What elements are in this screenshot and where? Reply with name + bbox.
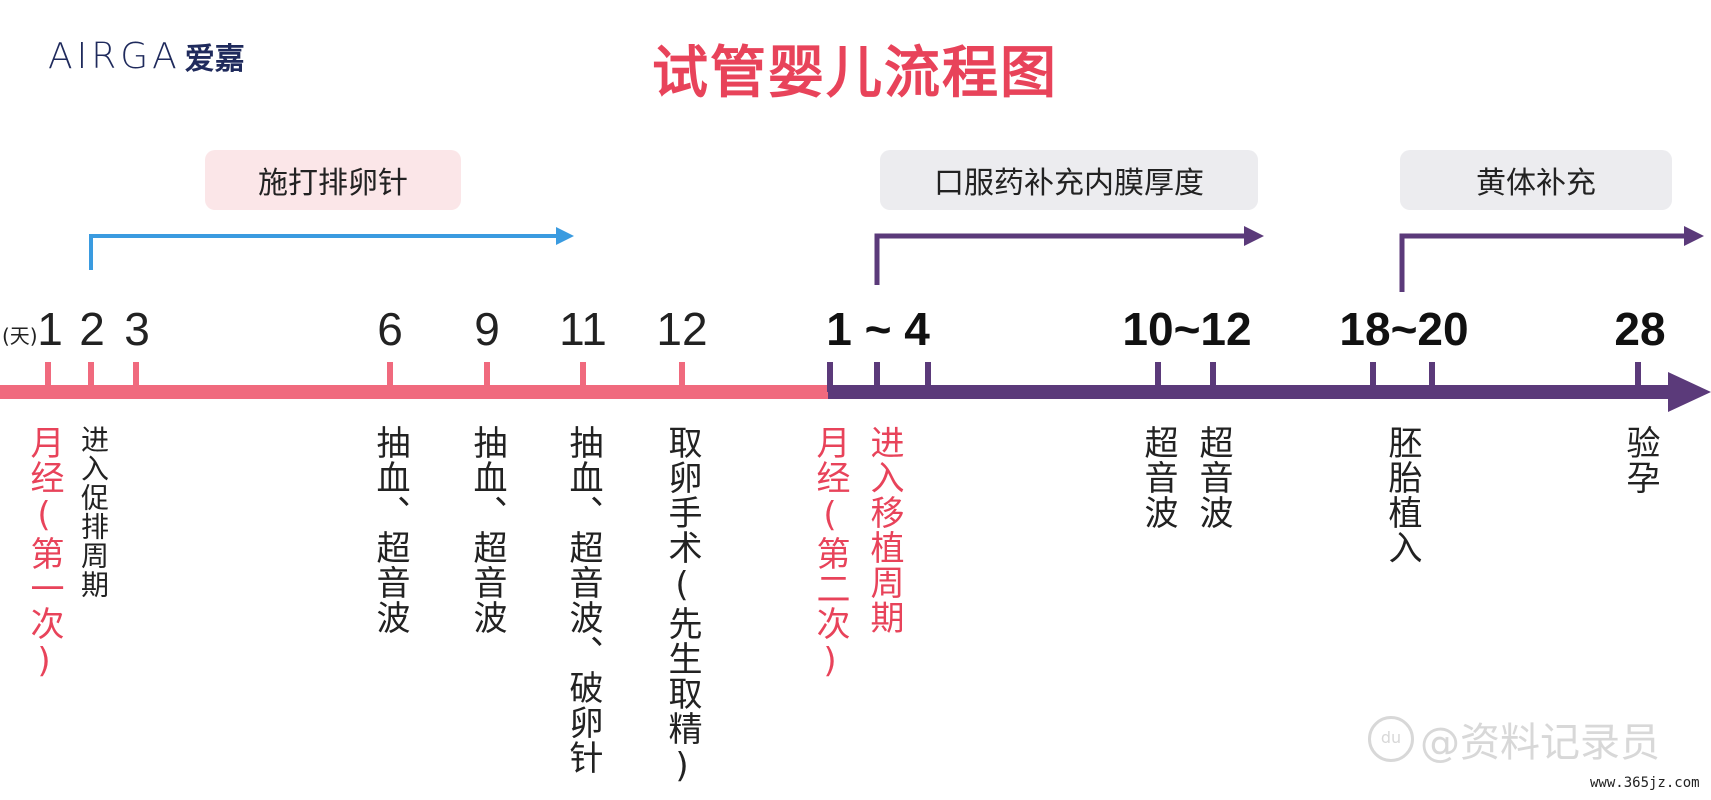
phase-arrow-luteal-head	[1684, 226, 1704, 246]
phase-arrow-endometrium	[874, 233, 1248, 285]
day-number: 9	[474, 303, 500, 355]
day-number: 3	[124, 303, 150, 355]
phase-arrow-luteal	[1399, 233, 1688, 292]
event-label: 抽血、超音波	[370, 425, 410, 635]
event-label: 抽血、超音波	[467, 425, 507, 635]
day-unit-label: (天)	[2, 324, 38, 348]
site-url: www.365jz.com	[1590, 775, 1700, 791]
watermark: du @资料记录员	[1368, 710, 1660, 768]
event-label: 验孕	[1620, 425, 1660, 495]
day-number: 18~20	[1339, 303, 1469, 355]
logo-text: AIRGA	[48, 35, 181, 77]
day-number: 12	[656, 303, 708, 355]
event-label: 月经(第二次)	[810, 425, 850, 682]
day-number: 11	[559, 303, 607, 355]
day-number: 28	[1614, 303, 1666, 355]
page-title: 试管婴儿流程图	[652, 41, 1058, 106]
watermark-text: @资料记录员	[1420, 720, 1660, 766]
phase-arrow-endometrium-head	[1244, 226, 1264, 246]
brand-logo: AIRGA 爱嘉	[48, 35, 245, 78]
day-number: 1	[37, 303, 63, 355]
paw-icon: du	[1368, 716, 1414, 762]
event-label: 月经(第一次)	[24, 425, 64, 682]
day-number: 10~12	[1122, 303, 1252, 355]
event-label: 进入促排周期	[77, 425, 110, 599]
day-number: 6	[377, 303, 403, 355]
event-label: 超音波	[1193, 425, 1233, 530]
event-label: 进入移植周期	[864, 425, 904, 635]
ticks-purple	[827, 362, 1641, 392]
event-label: 抽血、超音波、破卵针	[563, 425, 603, 775]
phase-arrow-ovulation-head	[556, 227, 574, 245]
phase-label-luteal-support: 黄体补充	[1400, 150, 1672, 210]
event-label: 超音波	[1138, 425, 1178, 530]
event-label: 取卵手术(先生取精)	[662, 425, 702, 787]
phase-label-ovulation-injection: 施打排卵针	[205, 150, 461, 210]
phase-label-oral-medication: 口服药补充内膜厚度	[880, 150, 1258, 210]
ticks-pink	[45, 362, 685, 392]
logo-cn: 爱嘉	[184, 42, 245, 77]
day-number: 2	[79, 303, 105, 355]
event-label: 胚胎植入	[1382, 425, 1422, 565]
phase-arrow-ovulation	[89, 234, 560, 270]
timeline-arrowhead	[1668, 372, 1711, 412]
day-number: 1 ~ 4	[826, 303, 930, 355]
